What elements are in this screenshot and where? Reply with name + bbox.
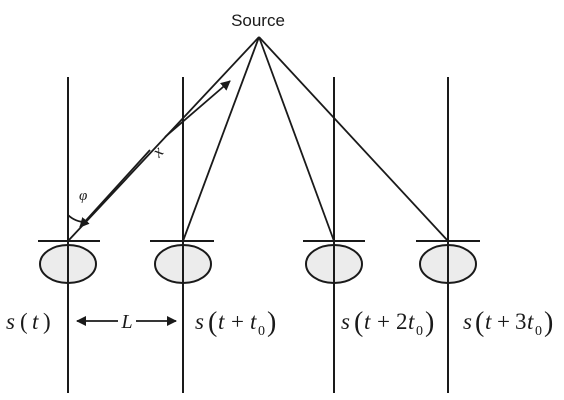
sig2-plus: +	[231, 309, 244, 334]
sig3-coef: 2	[396, 309, 408, 334]
sig4-sub: 0	[535, 324, 542, 339]
sig2-sub: 0	[258, 324, 265, 339]
sig3-close: )	[425, 307, 434, 338]
angle-label: φ	[79, 188, 87, 204]
signal-label-2: s ( t + t 0 )	[195, 307, 276, 339]
ray-to-sensor-1	[67, 36, 260, 242]
sig3-t: t	[364, 309, 371, 334]
signal-label-4: s ( t + 3 t 0 )	[463, 307, 553, 339]
sig1-t: t	[32, 309, 39, 334]
sig3-sub: 0	[416, 324, 423, 339]
sig2-open: (	[208, 307, 217, 338]
sig4-coef: 3	[515, 309, 527, 334]
sig1-s: s	[6, 309, 15, 334]
sig1-open: (	[20, 309, 28, 334]
sig3-s: s	[341, 309, 350, 334]
sig2-close: )	[267, 307, 276, 338]
sig4-plus: +	[497, 309, 510, 334]
ray-to-sensor-3	[258, 36, 335, 242]
angle-arc	[67, 214, 88, 223]
sig1-close: )	[43, 309, 51, 334]
sig3-t0: t	[408, 309, 415, 334]
sig2-s: s	[195, 309, 204, 334]
distance-arrow-up	[164, 80, 231, 138]
sig4-t: t	[485, 309, 492, 334]
ray-to-sensor-4	[258, 36, 449, 242]
signal-label-3: s ( t + 2 t 0 )	[341, 307, 434, 339]
sig2-t0: t	[250, 309, 257, 334]
sig4-t0: t	[527, 309, 534, 334]
distance-arrow-down	[79, 149, 151, 228]
source-label: Source	[231, 11, 285, 30]
sig3-plus: +	[377, 309, 390, 334]
ray-to-sensor-2	[182, 36, 260, 242]
sig4-s: s	[463, 309, 472, 334]
sig2-t: t	[218, 309, 225, 334]
signal-label-1: s ( t )	[6, 309, 51, 334]
sig4-close: )	[544, 307, 553, 338]
sig3-open: (	[354, 307, 363, 338]
sig4-open: (	[475, 307, 484, 338]
spacing-label: L	[120, 311, 132, 333]
